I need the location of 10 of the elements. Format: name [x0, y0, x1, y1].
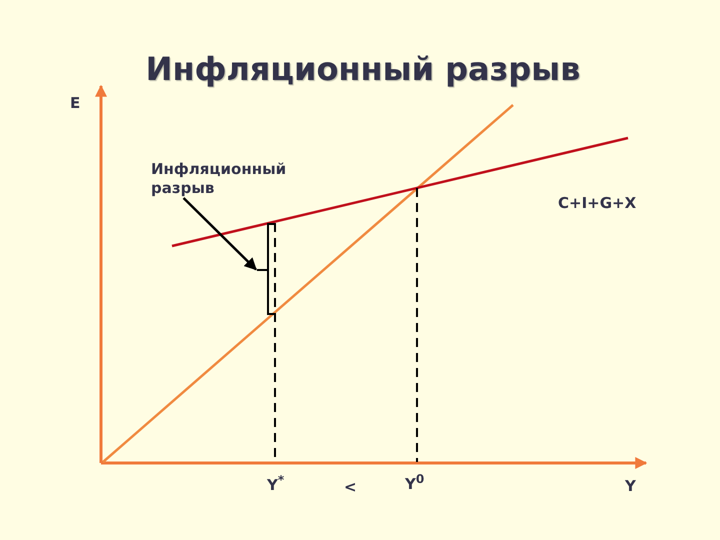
comparison-sign: <: [344, 478, 357, 496]
curve-label: C+I+G+X: [558, 194, 636, 212]
leader-arrow: [182, 197, 257, 270]
axis-label: Y: [625, 477, 636, 495]
gap-bracket: [256, 222, 278, 317]
axis-tick-label: Y$^{0}$: [405, 475, 424, 493]
callout-text: Инфляционный разрыв: [151, 160, 288, 198]
diagram-title: Инфляционный разрыв: [144, 50, 582, 88]
axis-label: E: [70, 94, 80, 112]
axis-tick-label: Y$^{*}$: [267, 476, 284, 494]
